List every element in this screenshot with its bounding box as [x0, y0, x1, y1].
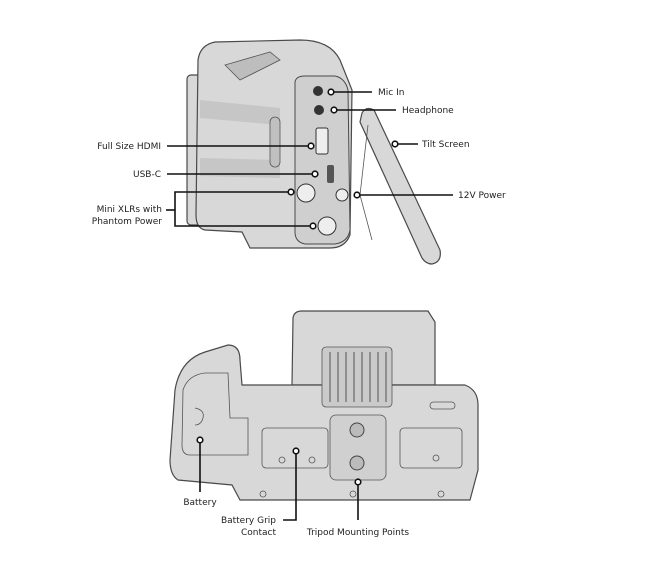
tilt-screen — [359, 107, 441, 265]
callout-mini-xlrs: Mini XLRs with Phantom Power — [92, 188, 317, 230]
battery-latch — [194, 407, 204, 426]
grip-texture — [224, 51, 281, 81]
camera-bottom-view — [169, 310, 479, 501]
callout-full-size-hdmi: Full Size HDMI — [97, 142, 315, 152]
callout-headphone: Headphone — [330, 106, 454, 116]
tripod-mount-2 — [349, 455, 365, 471]
grip-contact-area — [261, 427, 329, 469]
power-12v-port — [335, 188, 349, 202]
label-12v-power: 12V Power — [458, 191, 506, 201]
label-battery-grip-line2: Contact — [241, 528, 276, 538]
camera-base — [169, 344, 479, 501]
label-battery: Battery — [183, 498, 217, 508]
xlr-port-1 — [296, 183, 316, 203]
label-headphone: Headphone — [402, 106, 454, 116]
hdmi-port — [315, 127, 329, 155]
callout-mic-in: Mic In — [327, 88, 404, 98]
tripod-mount-1 — [349, 422, 365, 438]
xlr-port-2 — [317, 216, 337, 236]
callout-tilt-screen: Tilt Screen — [391, 140, 470, 150]
label-mini-xlrs-line2: Phantom Power — [92, 217, 163, 227]
label-mini-xlrs-line1: Mini XLRs with — [97, 205, 162, 215]
label-usb-c: USB-C — [133, 170, 161, 180]
right-panel — [399, 427, 463, 469]
speaker-slot — [429, 401, 456, 410]
callout-tripod-mounting-points: Tripod Mounting Points — [306, 478, 410, 538]
callout-12v-power: 12V Power — [353, 191, 506, 201]
callout-usb-c: USB-C — [133, 170, 319, 180]
label-mic-in: Mic In — [378, 88, 404, 98]
camera-side-view — [186, 39, 441, 265]
headphone-jack — [314, 105, 324, 115]
usb-c-port — [327, 165, 334, 183]
strap-slot — [269, 116, 281, 168]
label-full-size-hdmi: Full Size HDMI — [97, 142, 161, 152]
vent-grille — [321, 346, 393, 408]
label-battery-grip-line1: Battery Grip — [221, 516, 276, 526]
label-tripod-mounting-points: Tripod Mounting Points — [306, 528, 410, 538]
callout-battery: Battery — [183, 436, 217, 508]
shading — [200, 100, 280, 125]
battery-door — [181, 372, 249, 456]
callout-battery-grip-contact: Battery Grip Contact — [221, 447, 300, 538]
label-tilt-screen: Tilt Screen — [421, 140, 470, 150]
mic-jack — [313, 86, 323, 96]
